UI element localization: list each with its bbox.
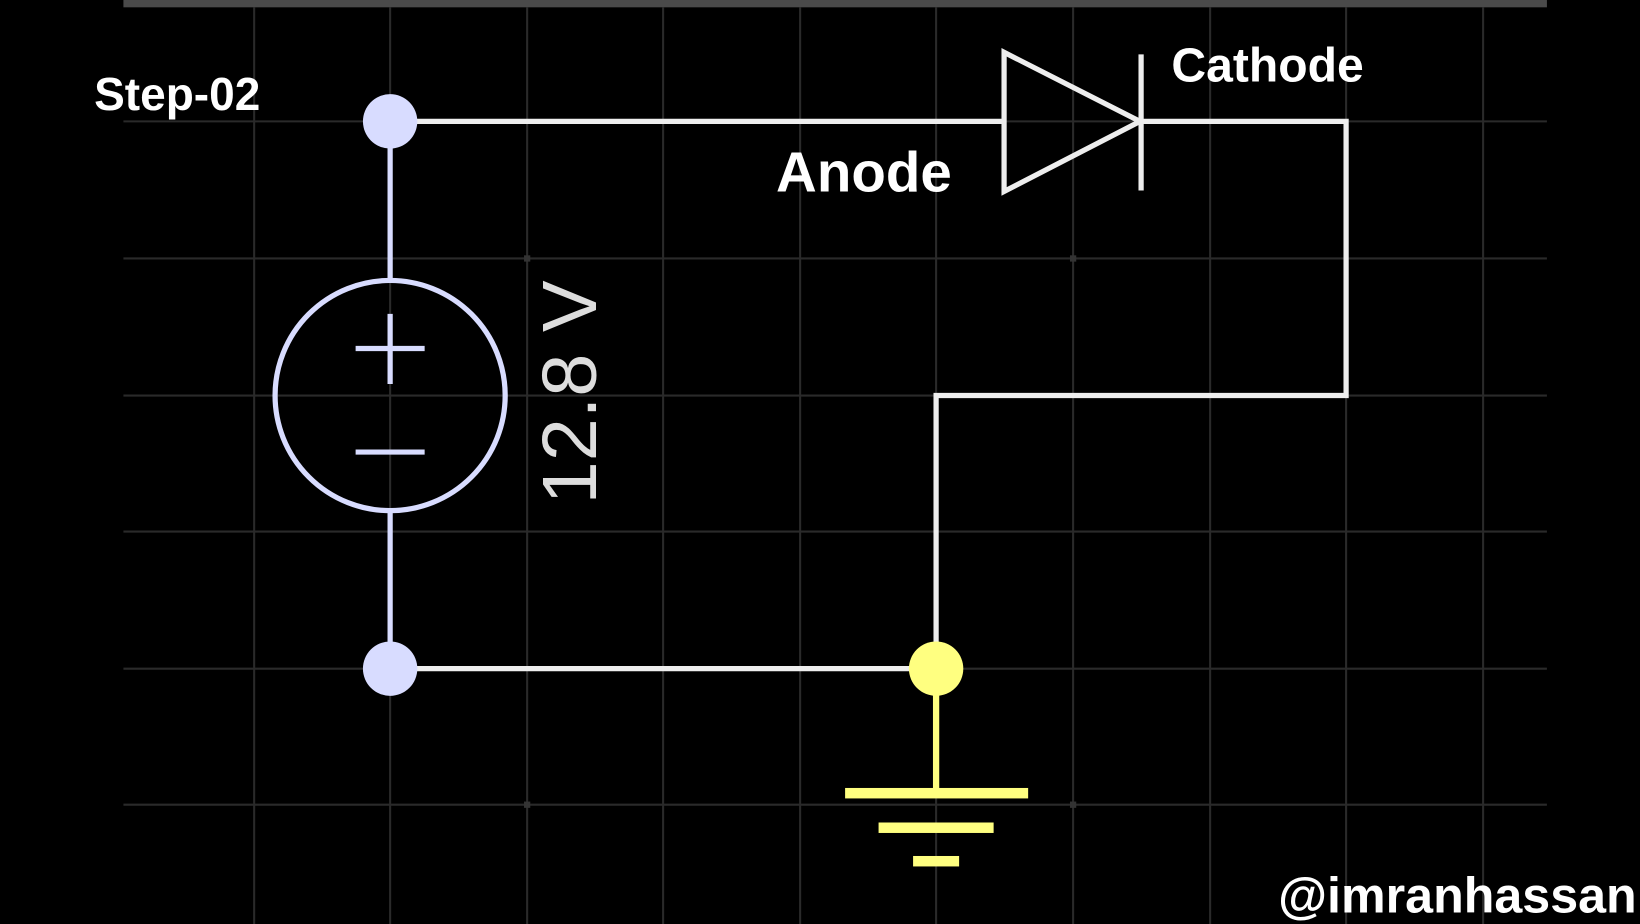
node-ground[interactable] [908,641,964,696]
ground-symbol [845,668,1029,867]
wires [390,118,1349,672]
anode-label: Anode [776,140,952,203]
top-bar [123,0,1547,8]
grid-dots [524,255,1077,808]
node-top[interactable] [362,94,418,149]
node-bottom[interactable] [362,641,418,696]
voltage-label: 12.8 V [527,280,613,504]
wire-from-cathode [933,118,1349,669]
step-label: Step-02 [94,68,260,120]
voltage-source[interactable] [272,121,508,669]
watermark: @imranhassan [1278,867,1637,923]
diode-symbol[interactable] [1001,48,1146,196]
cathode-label: Cathode [1171,39,1363,93]
